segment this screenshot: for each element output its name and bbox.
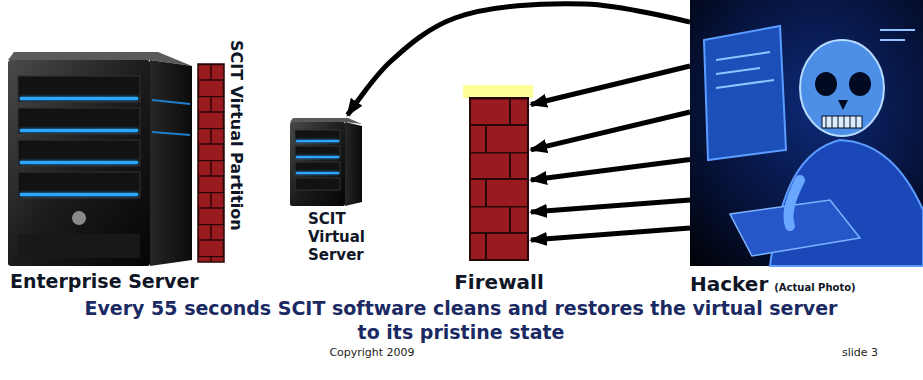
- copyright-note: Copyright 2009: [329, 346, 414, 359]
- node-sublabel: (Actual Photo): [774, 282, 855, 293]
- node-label: Hacker: [690, 272, 768, 296]
- firewall: Firewall: [470, 98, 528, 260]
- node-label: Enterprise Server: [10, 270, 199, 292]
- hacker: Hacker(Actual Photo): [690, 0, 923, 266]
- label-group: SCIT Virtual Partition: [227, 40, 246, 231]
- enterprise-server-figure: [8, 52, 192, 266]
- attack-arrow: [531, 66, 690, 105]
- attack-arrow: [531, 160, 690, 180]
- label-group: Firewall: [454, 270, 544, 294]
- attack-arrow: [531, 112, 690, 150]
- attack-arrow: [531, 200, 690, 212]
- virtual-server: SCIT Virtual Server: [290, 118, 362, 206]
- label-group: Hacker (Actual Photo): [690, 272, 856, 296]
- node-label: SCIT Virtual Partition: [227, 40, 246, 231]
- node-label: Firewall: [454, 270, 544, 294]
- firewall-cap: [463, 85, 533, 98]
- partition-wall: [198, 64, 224, 262]
- slide-number: slide 3: [842, 346, 878, 359]
- firewall-wall: [470, 98, 528, 260]
- node-label: SCIT Virtual Server: [308, 210, 365, 264]
- attack-arrow: [531, 228, 690, 240]
- hacker-picture: [690, 0, 923, 266]
- label-group: Enterprise Server: [10, 270, 199, 292]
- attack-arrow: [348, 4, 690, 115]
- virtual-partition: SCIT Virtual Partition: [198, 64, 224, 262]
- caption: Every 55 seconds SCIT software cleans an…: [81, 296, 841, 344]
- enterprise-server: Enterprise Server: [8, 52, 192, 266]
- label-group: SCIT Virtual Server: [308, 210, 372, 264]
- virtual-server-figure: [290, 118, 362, 206]
